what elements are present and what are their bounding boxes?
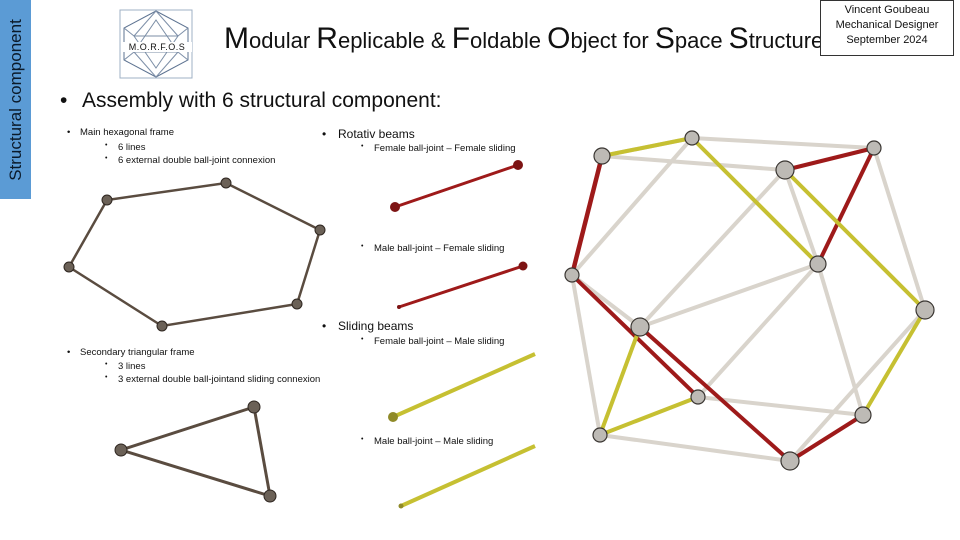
rotativ-beam-label: Male ball-joint – Female sliding (361, 243, 504, 254)
rotativ-beam-figure (397, 261, 528, 309)
sliding-beams-title: Sliding beams (322, 319, 413, 333)
tri-frame-detail: 3 lines (105, 361, 146, 372)
section-tab: Structural component (0, 0, 31, 199)
title-word: Structure (728, 22, 824, 55)
title-word: Modular (224, 22, 317, 55)
sliding-beam-label: Male ball-joint – Male sliding (361, 436, 493, 447)
author-date: September 2024 (846, 34, 928, 46)
hex-frame-title: Main hexagonal frame (67, 127, 174, 138)
section-tab-label: Structural component (5, 18, 25, 181)
triangular-frame-figure (114, 400, 277, 503)
page-title: Modular Replicable & Foldable Object for… (224, 22, 823, 56)
title-word: Space (654, 22, 729, 55)
rotativ-beam-figure (390, 160, 523, 212)
title-word: Object for (547, 22, 655, 55)
assembled-structure-figure (564, 130, 935, 471)
hex-frame-detail: 6 externaI double ball-joint connexion (105, 155, 275, 166)
section-heading: Assembly with 6 structural component: (60, 89, 441, 113)
author-name: Vincent Goubeau (844, 4, 930, 16)
tri-frame-detail: 3 external double ball-jointand sliding … (105, 374, 320, 385)
rotativ-beams-title: Rotativ beams (322, 127, 415, 141)
title-word: Replicable & (316, 22, 452, 55)
tri-frame-title: Secondary triangular frame (67, 347, 195, 358)
logo-text: M.O.R.F.O.S (122, 42, 192, 52)
hex-frame-detail: 6 lines (105, 142, 146, 153)
title-word: Foldable (451, 22, 548, 55)
icosahedron-logo-icon (119, 9, 193, 79)
hexagonal-frame-figure (63, 177, 326, 332)
rotativ-beam-label: Female ball-joint – Female sliding (361, 143, 515, 154)
author-box: Vincent Goubeau Mechanical Designer Sept… (820, 0, 954, 56)
sliding-beam-figure (388, 352, 536, 422)
author-role: Mechanical Designer (835, 19, 939, 31)
sliding-beam-label: Female ball-joint – Male sliding (361, 336, 504, 347)
sliding-beam-figure (398, 444, 536, 509)
